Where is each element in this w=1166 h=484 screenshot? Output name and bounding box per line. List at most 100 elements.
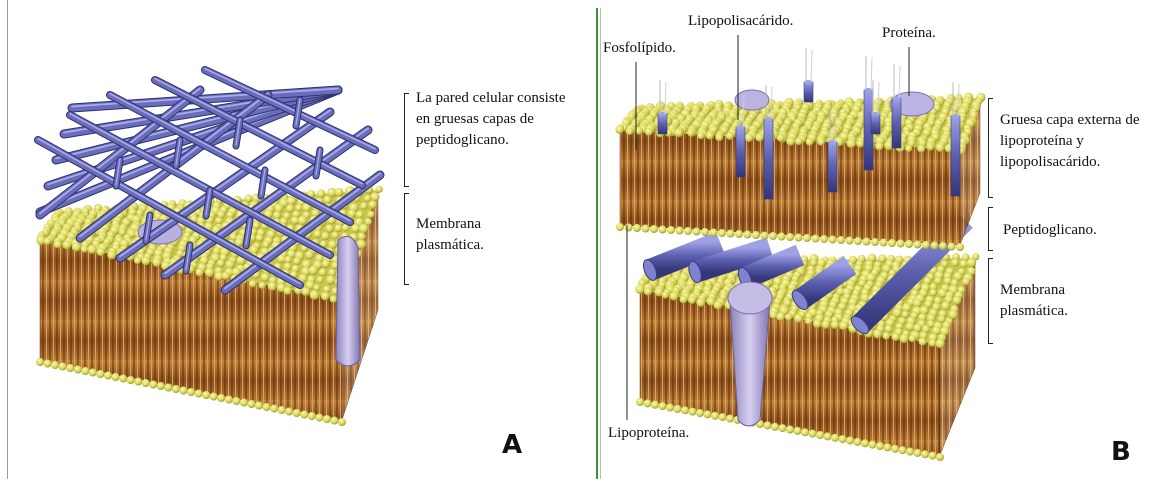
lipid-head: [786, 137, 795, 146]
lps-cylinder: [892, 98, 901, 148]
lipid-head: [142, 257, 151, 266]
lipid-head: [714, 301, 723, 310]
lipid-head: [846, 437, 854, 445]
lps-strand: [811, 50, 812, 82]
lipid-head: [684, 227, 692, 235]
lipid-head: [951, 259, 959, 267]
wall-bracket: [404, 93, 409, 187]
lipid-head: [882, 332, 890, 340]
lipid-head: [360, 202, 367, 209]
lipid-head: [356, 211, 364, 219]
lipid-head: [810, 259, 817, 266]
lipid-head: [270, 405, 278, 413]
lps-cap: [951, 114, 960, 118]
lipid-head: [259, 282, 266, 289]
label-membrane-b: Membrana plasmática.: [1000, 280, 1110, 322]
lps-cylinder: [736, 127, 745, 177]
lipid-head: [803, 234, 811, 242]
lipid-head: [313, 284, 320, 291]
lipid-head: [922, 241, 930, 249]
label-lipoprotein: Lipoproteína.: [608, 423, 689, 444]
lps-cap: [871, 112, 880, 116]
lipid-head: [247, 400, 255, 408]
lipid-head: [74, 366, 82, 374]
membrane-bracket-b: [988, 258, 993, 344]
lps-cylinder: [871, 114, 880, 134]
lipid-head: [914, 449, 922, 457]
lipid-head: [936, 143, 945, 152]
lipid-head: [636, 398, 644, 406]
label-phospholipid: Fosfolípido.: [603, 38, 676, 59]
lps-cylinder: [658, 114, 667, 134]
lipid-head: [322, 260, 330, 268]
lipid-head: [687, 130, 694, 137]
lipid-head: [286, 204, 294, 212]
lipid-head: [856, 140, 864, 148]
lipid-head: [888, 239, 896, 247]
lipid-head: [931, 242, 939, 250]
lipid-head: [944, 277, 952, 285]
lipid-head: [905, 240, 913, 248]
lipid-head: [676, 227, 684, 235]
lipid-head: [929, 339, 937, 347]
lipid-head: [967, 258, 976, 267]
lipid-head: [278, 406, 286, 414]
lipid-head: [771, 423, 779, 431]
label-peptidoglycan: Peptidoglicano.: [1003, 220, 1097, 241]
lipid-head: [873, 329, 882, 338]
lipid-head: [880, 239, 888, 247]
lipid-head: [902, 303, 911, 312]
lipid-head: [897, 240, 905, 248]
lipid-head: [777, 134, 785, 142]
lipid-head: [906, 448, 914, 456]
lipid-head: [863, 238, 871, 246]
lipid-head: [869, 441, 877, 449]
lipid-head: [914, 241, 922, 249]
lipid-head: [134, 378, 142, 386]
lipid-head: [744, 231, 752, 239]
lipid-head: [295, 204, 302, 211]
lipid-head: [314, 230, 322, 238]
lipid-head: [261, 273, 270, 282]
lipid-head: [812, 235, 820, 243]
lipid-head: [778, 233, 786, 241]
lipid-head: [821, 320, 830, 329]
lipid-head: [779, 424, 787, 432]
lipid-head: [696, 409, 704, 417]
lipid-head: [323, 286, 330, 293]
membrane-protein-a: [336, 236, 360, 366]
lipid-head: [317, 276, 324, 283]
lipid-head: [718, 229, 726, 237]
lipid-head: [195, 390, 203, 398]
lipid-head: [309, 266, 319, 276]
lipid-head: [88, 245, 97, 254]
lipid-head: [909, 335, 916, 342]
lipid-head: [960, 260, 968, 268]
lipid-head: [829, 236, 837, 244]
lipid-head: [328, 269, 336, 277]
lipid-head: [326, 275, 335, 284]
lipid-head: [293, 409, 301, 417]
lipid-head: [54, 240, 62, 248]
peptidoglycan-bracket: [988, 207, 993, 251]
lipid-head: [300, 411, 308, 419]
lipid-head: [358, 232, 366, 240]
lipid-head: [816, 431, 824, 439]
panel-divider: [596, 8, 598, 479]
lipid-head: [36, 358, 44, 366]
membrane-bracket-a: [404, 193, 409, 285]
label-lipopolysaccharide: Lipopolisacárido.: [688, 11, 793, 32]
lipid-head: [666, 404, 674, 412]
lipid-head: [670, 292, 679, 301]
lipid-head: [89, 369, 97, 377]
lipid-head: [927, 143, 935, 151]
lipid-head: [913, 299, 922, 308]
panel-b-illustration: [615, 48, 985, 461]
lipid-head: [704, 410, 712, 418]
lipid-head: [642, 225, 650, 233]
lipid-head: [371, 193, 380, 202]
lipid-head: [97, 248, 105, 256]
lps-strand: [871, 58, 872, 90]
lipid-head: [625, 224, 633, 232]
lipid-head: [919, 338, 927, 346]
